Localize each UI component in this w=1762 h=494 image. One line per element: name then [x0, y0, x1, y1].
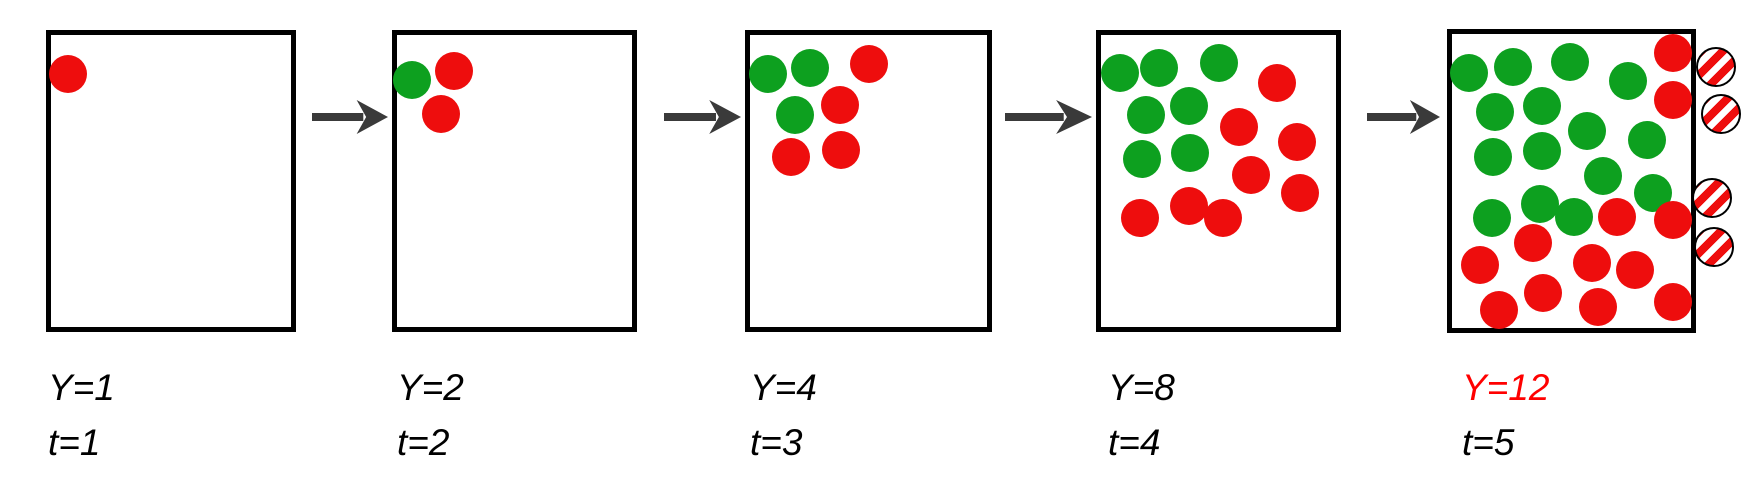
population-dot-red [1598, 198, 1636, 236]
arrow-right-icon [1367, 100, 1440, 134]
population-dot-red [1654, 81, 1692, 119]
population-dot-red [1654, 201, 1692, 239]
population-dot-red [822, 131, 860, 169]
time-step-label: t=5 [1462, 422, 1515, 463]
stage-label-3: Y=4 t=3 [750, 360, 817, 470]
population-dot-green [1474, 138, 1512, 176]
population-dot-green [749, 55, 787, 93]
habitat-box-2 [392, 30, 637, 332]
population-dot-red [1461, 246, 1499, 284]
population-dot-green [1127, 96, 1165, 134]
population-dot-green [776, 96, 814, 134]
population-dot-red [821, 86, 859, 124]
population-dot-green [1523, 132, 1561, 170]
stage-label-5: Y=12 t=5 [1462, 360, 1549, 470]
population-dot-red [772, 138, 810, 176]
population-dot-red [1480, 291, 1518, 329]
arrow-right-icon [312, 100, 388, 134]
time-step-label: t=1 [48, 422, 101, 463]
population-dot-green [1523, 87, 1561, 125]
population-dot-red [49, 55, 87, 93]
emigrant-dot-striped [1694, 227, 1734, 267]
population-dot-green [1170, 87, 1208, 125]
y-count-label: Y=4 [750, 367, 817, 408]
population-dot-red [1220, 108, 1258, 146]
habitat-box-3 [745, 30, 992, 332]
population-dot-green [1494, 48, 1532, 86]
population-dot-green [1140, 49, 1178, 87]
population-dot-red [1573, 244, 1611, 282]
population-dot-green [1568, 112, 1606, 150]
population-dot-green [393, 61, 431, 99]
population-dot-green [1555, 198, 1593, 236]
population-dot-green [1200, 44, 1238, 82]
emigrant-dot-striped [1701, 94, 1741, 134]
arrow-right-icon [664, 100, 741, 134]
stage-label-2: Y=2 t=2 [397, 360, 464, 470]
population-dot-green [1450, 54, 1488, 92]
population-dot-red [1278, 123, 1316, 161]
population-dot-green [1101, 54, 1139, 92]
stage-label-4: Y=8 t=4 [1108, 360, 1175, 470]
emigrant-dot-striped [1692, 178, 1732, 218]
arrow-right-icon [1005, 100, 1092, 134]
population-dot-green [1521, 185, 1559, 223]
population-dot-red [1281, 174, 1319, 212]
population-dot-red [1579, 288, 1617, 326]
y-count-label: Y=12 [1462, 367, 1550, 408]
habitat-box-4 [1096, 30, 1341, 332]
population-dot-red [1232, 156, 1270, 194]
population-dot-green [791, 49, 829, 87]
habitat-box-1 [46, 30, 296, 332]
population-dot-red [1654, 34, 1692, 72]
y-count-label: Y=1 [48, 367, 115, 408]
habitat-box-5 [1447, 29, 1696, 333]
population-dot-green [1473, 199, 1511, 237]
population-dot-green [1171, 134, 1209, 172]
time-step-label: t=3 [750, 422, 803, 463]
population-dot-red [1616, 251, 1654, 289]
population-dot-red [1524, 274, 1562, 312]
population-dot-red [1204, 199, 1242, 237]
population-dot-green [1123, 140, 1161, 178]
population-dot-red [1514, 224, 1552, 262]
population-dot-green [1584, 157, 1622, 195]
population-dot-green [1476, 93, 1514, 131]
population-dot-red [435, 52, 473, 90]
population-dot-red [850, 45, 888, 83]
y-count-label: Y=2 [397, 367, 464, 408]
population-dot-red [1654, 283, 1692, 321]
population-dot-red [1170, 187, 1208, 225]
population-dot-green [1628, 121, 1666, 159]
population-dot-green [1551, 43, 1589, 81]
time-step-label: t=4 [1108, 422, 1161, 463]
population-dot-red [422, 95, 460, 133]
population-dot-green [1609, 62, 1647, 100]
population-dot-red [1121, 199, 1159, 237]
emigrant-dot-striped [1696, 47, 1736, 87]
time-step-label: t=2 [397, 422, 450, 463]
population-dot-red [1258, 64, 1296, 102]
stage-label-1: Y=1 t=1 [48, 360, 115, 470]
y-count-label: Y=8 [1108, 367, 1175, 408]
